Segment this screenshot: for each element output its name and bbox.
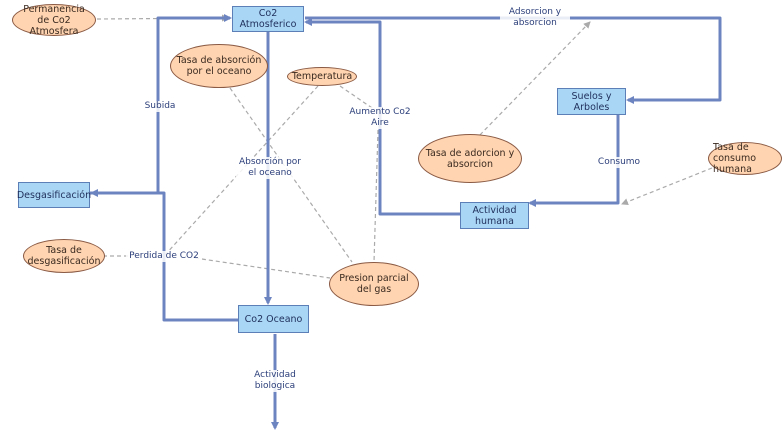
flow-label-actividad-biologica: Actividad biologica (247, 370, 303, 392)
aux-tasa-consumo-humana[interactable]: Tasa de consumo humana (708, 142, 782, 175)
link-temperatura-presion (339, 85, 376, 111)
link-adorcion-absorcion (474, 21, 591, 141)
aux-permanencia-co2[interactable]: Permanencia de Co2 Atmosfera (12, 4, 96, 37)
flow-label-perdida: Perdida de CO2 (126, 251, 202, 262)
stock-co2-oceano[interactable]: Co2 Oceano (238, 305, 309, 333)
link-aumento-presion (373, 129, 379, 263)
flow-consumo (528, 114, 620, 207)
flow-label-subida: Subida (138, 101, 182, 112)
link-perdida-presion (194, 257, 331, 279)
flow-label-absorcion: Adsorcion y absorcion (500, 7, 570, 29)
flow-absorcion-out (305, 16, 722, 104)
flow-label-absorcion-oceano: Absorción por el oceano (236, 157, 304, 179)
stock-co2-atmosferico[interactable]: Co2 Atmosferico (232, 6, 304, 32)
stock-actividad-humana[interactable]: Actividad humana (460, 202, 529, 229)
aux-presion-parcial[interactable]: Presion parcial del gas (329, 262, 419, 306)
flow-label-aumento: Aumento Co2 Aire (346, 107, 414, 129)
aux-tasa-absorcion-oceano[interactable]: Tasa de absorción por el oceano (170, 44, 268, 88)
aux-temperatura[interactable]: Temperatura (287, 67, 357, 86)
flow-label-consumo: Consumo (596, 157, 642, 168)
stock-suelos-arboles[interactable]: Suelos y Arboles (557, 88, 626, 115)
stock-desgasificacion[interactable]: Desgasificación (17, 182, 91, 208)
aux-tasa-desgasificacion[interactable]: Tasa de desgasificación (23, 239, 105, 273)
aux-tasa-adorcion[interactable]: Tasa de adorcion y absorcion (418, 134, 522, 183)
link-consumo-humano (621, 167, 713, 206)
